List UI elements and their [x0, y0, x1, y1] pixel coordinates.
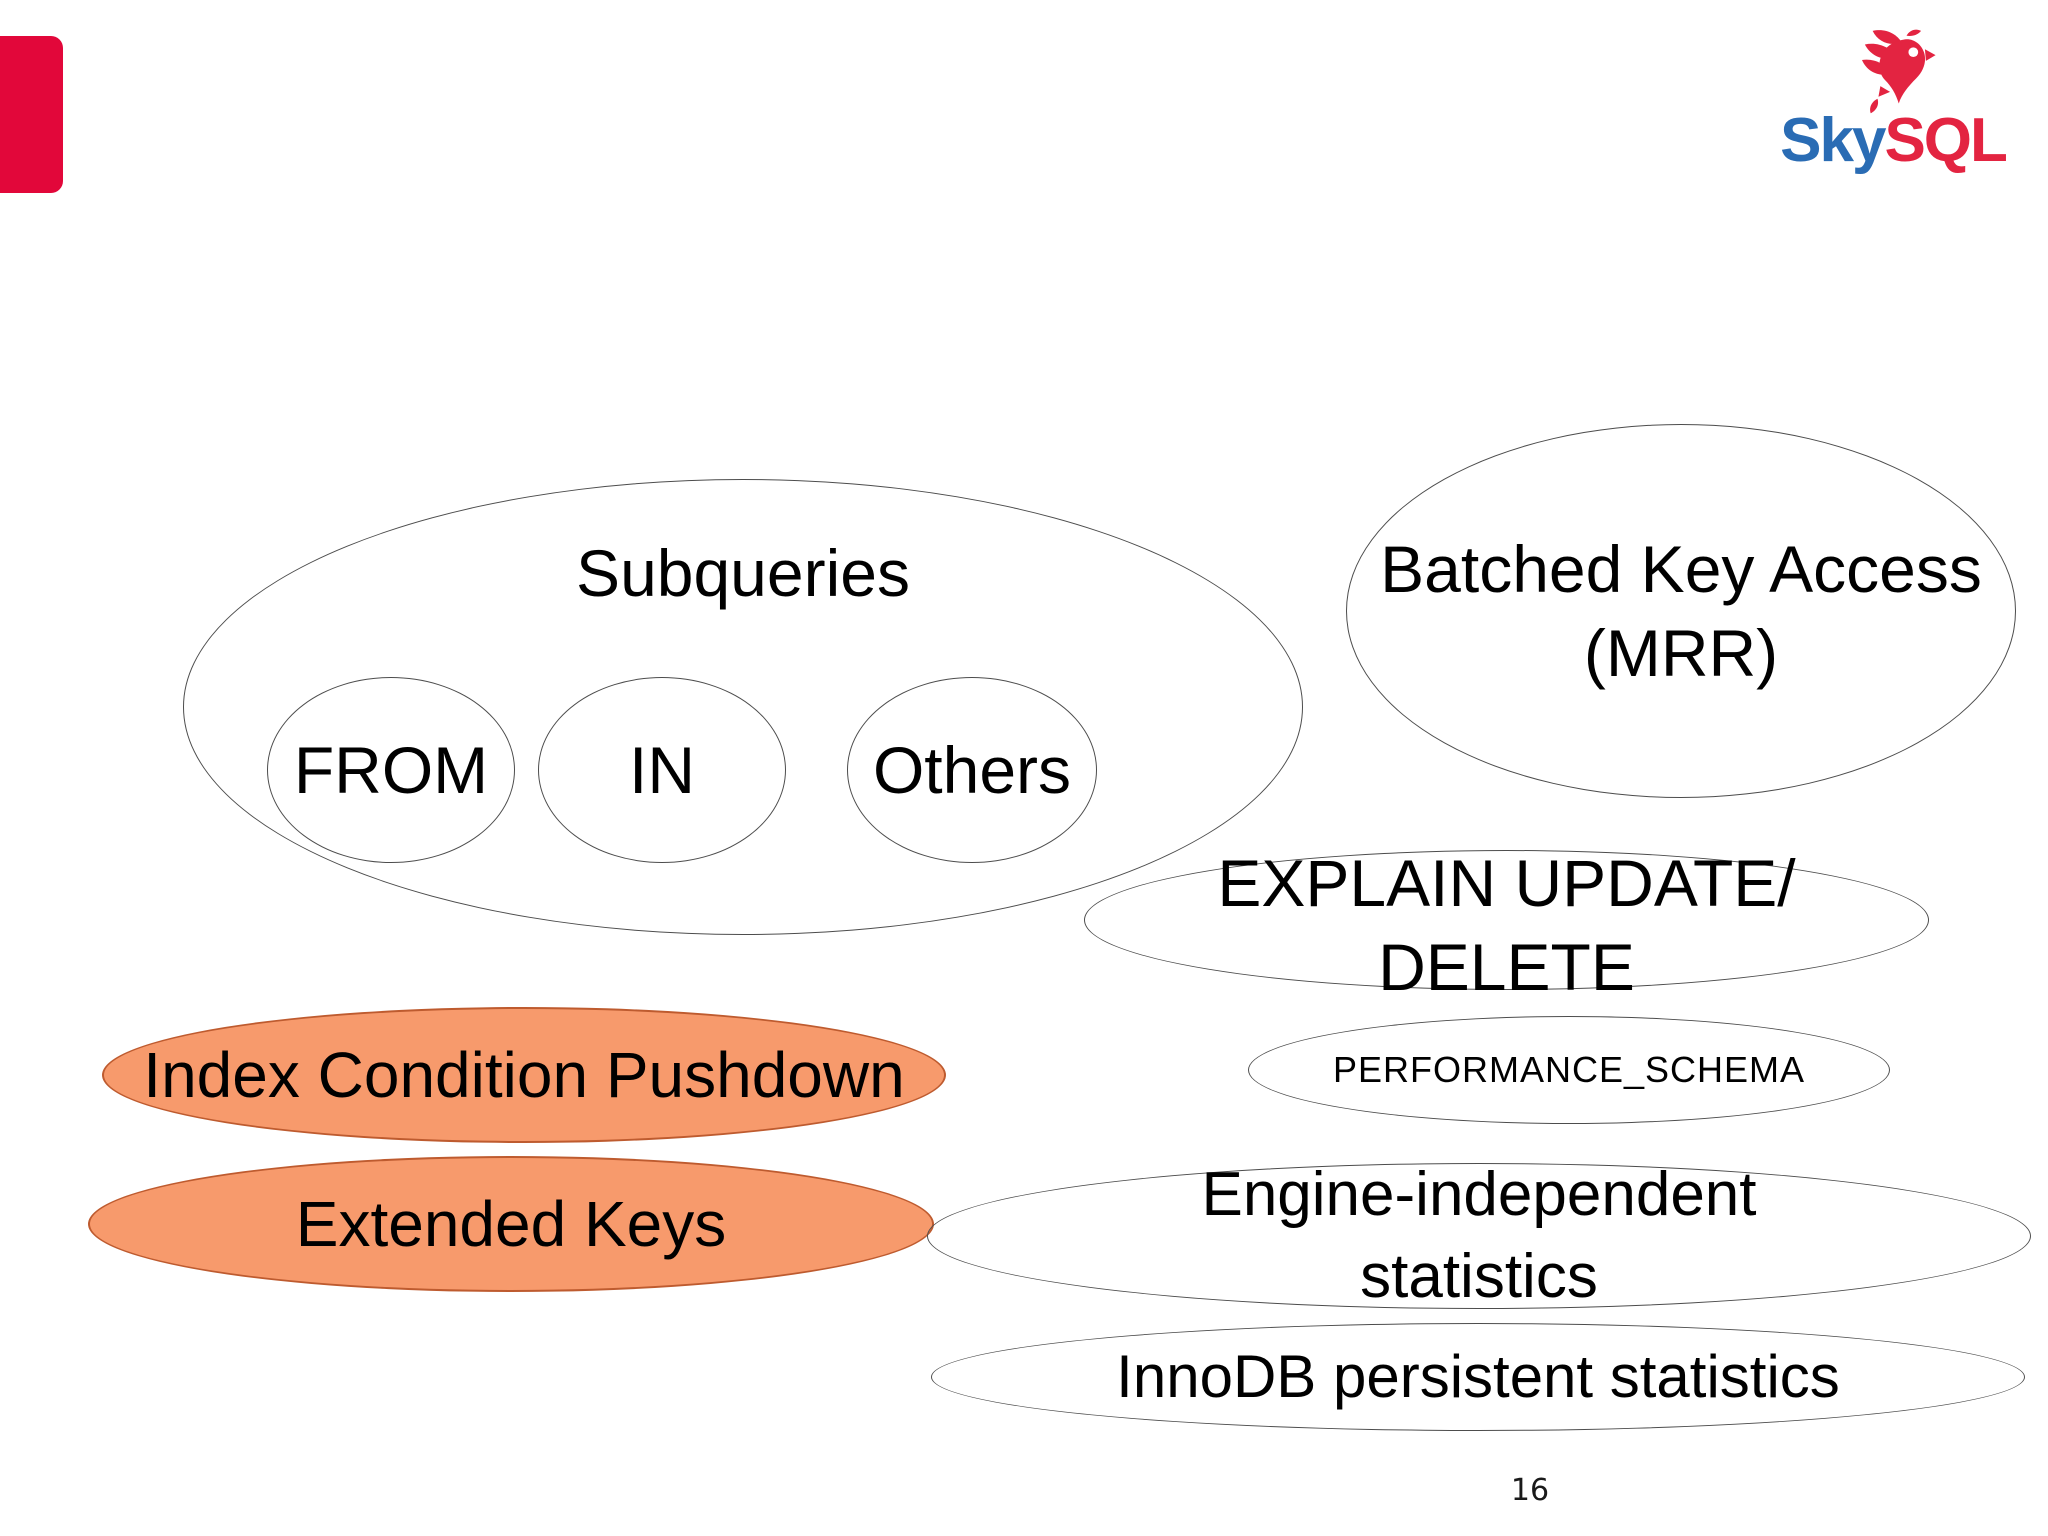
batched-key-access-line2: (MRR) [1583, 616, 1779, 690]
engine-independent-statistics-ellipse: Engine-independent statistics [927, 1160, 2031, 1311]
extended-keys-ellipse: Extended Keys [88, 1156, 934, 1292]
engine-independent-statistics-label: Engine-independent statistics [1201, 1154, 1756, 1318]
explain-update-delete-ellipse: EXPLAIN UPDATE/DELETE [1084, 846, 1929, 1004]
from-ellipse: FROM [267, 677, 515, 863]
logo-sky-text: Sky [1780, 106, 1886, 175]
subqueries-label: Subqueries [576, 536, 910, 610]
in-label: IN [629, 733, 695, 807]
batched-key-access-label: Batched Key Access (MRR) [1380, 527, 1982, 695]
others-ellipse: Others [847, 677, 1097, 863]
others-label: Others [872, 733, 1072, 807]
skysql-bird-icon [1861, 29, 1936, 114]
from-label: FROM [293, 733, 489, 807]
index-condition-pushdown-label: Index Condition Pushdown [143, 1039, 905, 1111]
explain-update-delete-line2: DELETE [1378, 930, 1635, 1004]
logo-sql-text: SQL [1884, 106, 2007, 175]
subqueries-ellipse: Subqueries [183, 479, 1303, 935]
batched-key-access-ellipse: Batched Key Access (MRR) [1346, 424, 2016, 798]
engine-independent-statistics-line2: statistics [1360, 1242, 1598, 1311]
performance-schema-label: PERFORMANCE_SCHEMA [1332, 1049, 1806, 1090]
batched-key-access-line1: Batched Key Access [1380, 532, 1982, 606]
logo-text: SkySQL [1768, 110, 2018, 172]
engine-independent-statistics-line1: Engine-independent [1201, 1160, 1757, 1229]
explain-update-delete-line1: EXPLAIN UPDATE/ [1217, 846, 1796, 920]
innodb-persistent-statistics-label: InnoDB persistent statistics [1116, 1343, 1840, 1410]
skysql-logo: SkySQL [1768, 28, 2018, 193]
explain-update-delete-label: EXPLAIN UPDATE/DELETE [1085, 841, 1928, 1009]
in-ellipse: IN [538, 677, 786, 863]
performance-schema-ellipse: PERFORMANCE_SCHEMA [1248, 1016, 1890, 1124]
page-number: 16 [1510, 1473, 1550, 1508]
accent-bar [0, 36, 63, 193]
index-condition-pushdown-ellipse: Index Condition Pushdown [102, 1007, 946, 1143]
extended-keys-label: Extended Keys [295, 1188, 727, 1260]
innodb-persistent-statistics-ellipse: InnoDB persistent statistics [931, 1323, 2025, 1431]
